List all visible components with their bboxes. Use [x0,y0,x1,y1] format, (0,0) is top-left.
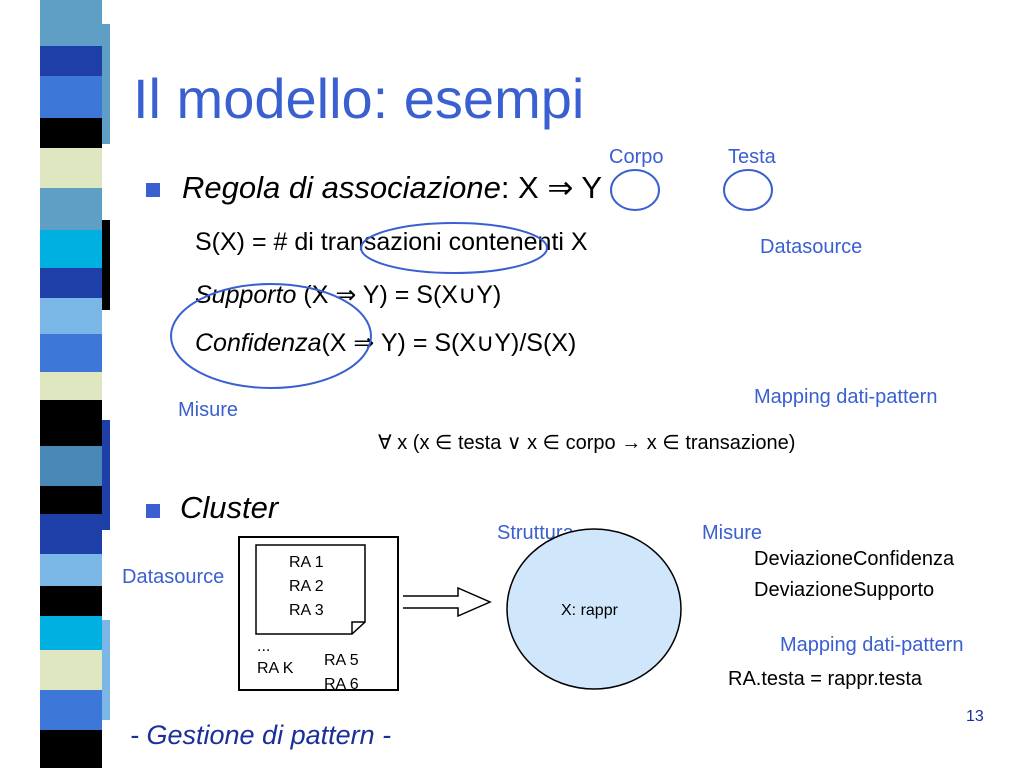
stripe-cell [40,188,102,230]
document-shape [255,544,366,635]
arrow-shape [403,586,492,618]
stripe-cell [40,514,102,554]
mapping-label-rule: Mapping dati-pattern [754,386,938,408]
stripe-cell [40,0,102,46]
stripe-cell [40,400,102,446]
stripe-cell [0,0,40,768]
stripe-cell [40,586,102,616]
transactions-oval [360,222,548,274]
stripe-cell [40,334,102,372]
stripe-cell [40,616,102,650]
stripe-cell [40,650,102,690]
stripe-cell [40,690,102,730]
support-definition: S(X) = # di transazioni contenenti X [195,228,588,256]
corpo-label: Corpo [609,146,664,168]
association-rule-label: Regola di associazione [182,170,501,205]
document-line: RA 3 [289,602,324,619]
corpo-circle [610,169,660,211]
decorative-stripe [0,0,120,768]
stripe-cell [40,46,102,76]
stripe-cell [102,420,110,530]
stripe-cell [102,24,110,144]
document-fold [351,621,365,634]
bullet-square-icon [146,504,160,518]
datasource-label: Datasource [760,236,863,258]
stripe-cell [40,148,102,188]
stripe-cell [40,372,102,400]
stripe-cell [40,298,102,334]
document-line: RA 1 [289,554,324,571]
stripe-cell [40,730,102,768]
testa-label: Testa [728,146,776,168]
measures-label-cluster: Misure [702,522,763,544]
confidence-formula: Confidenza(X ⇒ Y) = S(X∪Y)/S(X) [195,328,576,358]
stripe-cell [40,446,102,486]
measures-label-rule: Misure [178,399,239,421]
bullet-square-icon [146,183,160,197]
stripe-cell [40,486,102,514]
stripe-cell [102,220,110,310]
slide-title: Il modello: esempi [133,67,585,130]
datasource-label-cluster: Datasource [122,566,225,588]
measure-item: DeviazioneConfidenza [754,548,955,570]
page-number: 13 [966,708,984,725]
measures-oval [170,283,372,389]
ra-k-text: RA K [257,660,294,677]
mapping-label-cluster: Mapping dati-pattern [780,634,964,656]
association-rule-formula: : X ⇒ Y [500,170,603,205]
confidence-expression: (X ⇒ Y) = S(X∪Y)/S(X) [321,329,577,357]
testa-circle [723,169,773,211]
ellipsis-text: ... [257,638,271,655]
measure-item: DeviazioneSupporto [754,579,935,601]
confidence-label: Confidenza [195,329,322,357]
stripe-cell [102,620,110,720]
cluster-heading: Cluster [180,490,279,525]
stripe-cell [102,0,120,768]
stripe-cell [40,268,102,298]
stripe-cell [40,118,102,148]
cluster-ellipse [506,528,682,690]
mapping-formula-rule: ∀ x (x ∈ testa ∨ x ∈ corpo → x ∈ transaz… [378,432,796,454]
footer-text: - Gestione di pattern - [130,720,392,750]
association-rule-heading: Regola di associazione: X ⇒ Y [182,170,602,206]
ra-5-text: RA 5 [324,652,359,669]
ra-6-text: RA 6 [324,676,359,693]
mapping-formula-cluster: RA.testa = rappr.testa [728,668,922,690]
stripe-cell [40,230,102,268]
stripe-cell [40,554,102,586]
support-expression: (X ⇒ Y) = S(X∪Y) [296,281,502,309]
ellipse-text: X: rappr [561,602,618,619]
document-line: RA 2 [289,578,324,595]
document-lines: RA 1 RA 2 RA 3 [289,551,324,623]
stripe-cell [40,76,102,118]
